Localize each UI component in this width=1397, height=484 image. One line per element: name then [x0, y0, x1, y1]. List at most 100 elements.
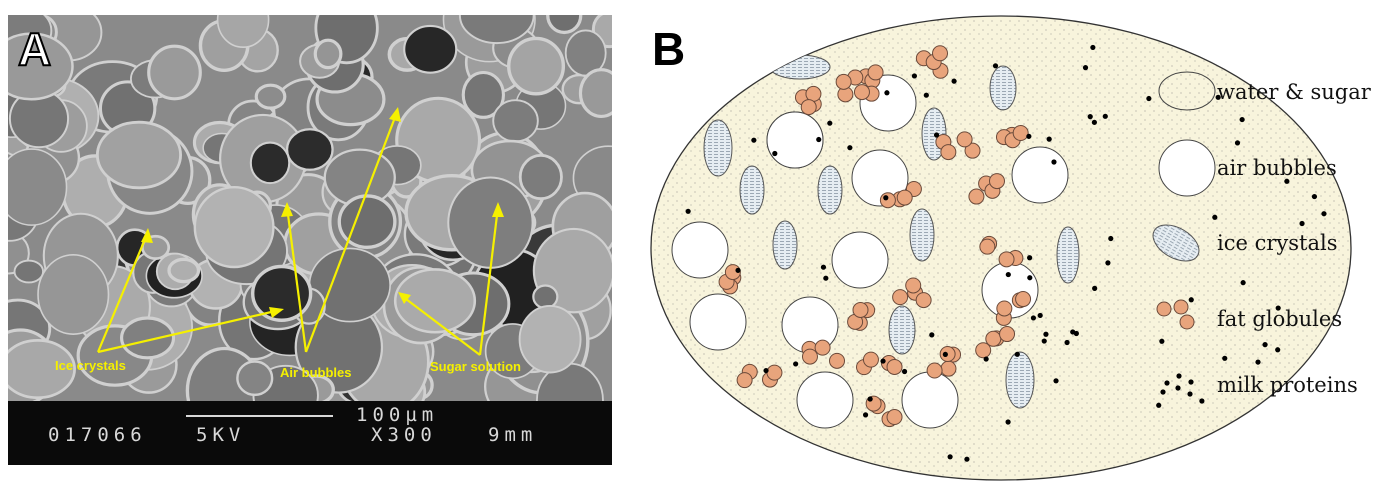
sem-ice-cell [546, 15, 583, 35]
sem-ice-cell [518, 154, 563, 201]
fat-globule [940, 144, 957, 161]
milk-protein [763, 367, 769, 374]
arrow-ice-crystals-1 [96, 231, 150, 353]
legend-label: milk proteins [1217, 373, 1358, 397]
sem-panel: Ice crystals Air bubbles Sugar solution … [8, 15, 612, 465]
milk-protein [1275, 347, 1281, 353]
milk-protein [751, 137, 757, 143]
fat-globule [886, 409, 903, 426]
sem-ice-cell [313, 38, 343, 70]
fat-globule [932, 45, 949, 62]
sem-ice-cell [8, 338, 76, 400]
fat-globule [915, 292, 932, 309]
sem-ice-cell [532, 284, 559, 310]
sem-ice-cell [236, 360, 274, 397]
panel-letter-a: A [18, 23, 51, 75]
fat-globule [886, 358, 903, 375]
milk-protein [911, 73, 918, 79]
fat-globule [956, 131, 973, 148]
sem-ice-cell [447, 176, 534, 269]
milk-protein [1102, 113, 1108, 119]
ice-crystal [1056, 226, 1080, 284]
scale-label: 100µm [356, 404, 438, 426]
sem-air-cell [285, 128, 334, 171]
label-sugar-solution: Sugar solution [430, 359, 521, 374]
panel-letter-b: B [652, 23, 685, 75]
milk-protein [1159, 338, 1165, 344]
diagram-panel: B [650, 15, 1352, 481]
milk-protein [1091, 119, 1097, 125]
milk-protein [735, 267, 741, 273]
sem-ice-cell [518, 305, 582, 374]
fat-globule [905, 277, 922, 294]
fat-globule [862, 351, 879, 368]
milk-protein [1005, 419, 1011, 425]
legend-item-milk-proteins: milk proteins [1160, 373, 1358, 397]
image-id: 017066 [48, 424, 147, 446]
sem-ice-cell [216, 15, 270, 49]
air-bubble [689, 293, 747, 351]
milk-protein [1108, 235, 1114, 242]
milk-protein [1014, 351, 1020, 357]
fat-globule [867, 64, 884, 81]
sem-ice-cell [37, 254, 110, 336]
milk-protein [901, 368, 908, 375]
label-ice-crystals: Ice crystals [55, 358, 126, 373]
milk-protein [923, 92, 929, 98]
fat-globule [996, 300, 1013, 317]
milk-protein [883, 195, 889, 201]
fat-globule [968, 188, 985, 205]
milk-protein [1087, 114, 1093, 120]
milk-protein [1043, 331, 1049, 337]
legend-item-fat-globules: fat globules [1156, 299, 1342, 331]
milk-protein [862, 412, 869, 418]
ice-crystal [703, 119, 733, 177]
sem-ice-cell [167, 257, 201, 284]
sem-ice-cell [193, 185, 275, 269]
ice-crystal [739, 165, 765, 215]
sem-ice-cell [393, 268, 477, 334]
fat-globule [766, 364, 783, 381]
milk-protein [793, 361, 799, 367]
milk-protein [1321, 211, 1327, 217]
diagram-components [671, 44, 1327, 462]
legend: water & sugar air bubbles ice crystals f… [1152, 71, 1372, 397]
legend-label: fat globules [1217, 307, 1342, 331]
milk-protein [929, 332, 935, 338]
ice-crystal [817, 165, 843, 215]
milk-protein [1090, 44, 1096, 51]
milk-protein [1188, 297, 1194, 303]
sem-ice-cell [578, 68, 612, 119]
sem-ice-cell [254, 83, 287, 110]
fat-globule [988, 173, 1005, 190]
fat-globule [940, 360, 957, 377]
sem-arrows [96, 111, 500, 356]
fat-globule [829, 352, 845, 369]
sem-ice-cell [8, 148, 68, 226]
milk-protein [823, 275, 829, 281]
legend-item-air-bubbles: air bubbles [1158, 139, 1337, 197]
milk-protein [1156, 402, 1162, 408]
sem-ice-cell [13, 259, 45, 284]
water-sugar-swatch-icon [1158, 71, 1216, 111]
fat-globule [892, 289, 909, 306]
fat-globule [1015, 291, 1032, 308]
arrow-sugar-1 [401, 295, 481, 356]
arrow-sugar-2 [478, 206, 500, 356]
fat-globule [896, 189, 913, 206]
milk-protein [1311, 193, 1318, 200]
milk-protein [1215, 94, 1221, 100]
milk-protein [1299, 220, 1305, 227]
fat-globule [801, 348, 818, 365]
fat-globule [835, 73, 852, 90]
milk-protein [983, 356, 989, 362]
legend-label: water & sugar [1217, 80, 1372, 104]
milk-protein [1051, 159, 1057, 165]
milk-protein [1284, 178, 1290, 184]
air-bubble [796, 371, 854, 429]
fat-globule [979, 238, 996, 255]
milk-protein [1037, 312, 1043, 319]
milk-protein [867, 396, 873, 402]
milk-protein [1030, 315, 1037, 321]
